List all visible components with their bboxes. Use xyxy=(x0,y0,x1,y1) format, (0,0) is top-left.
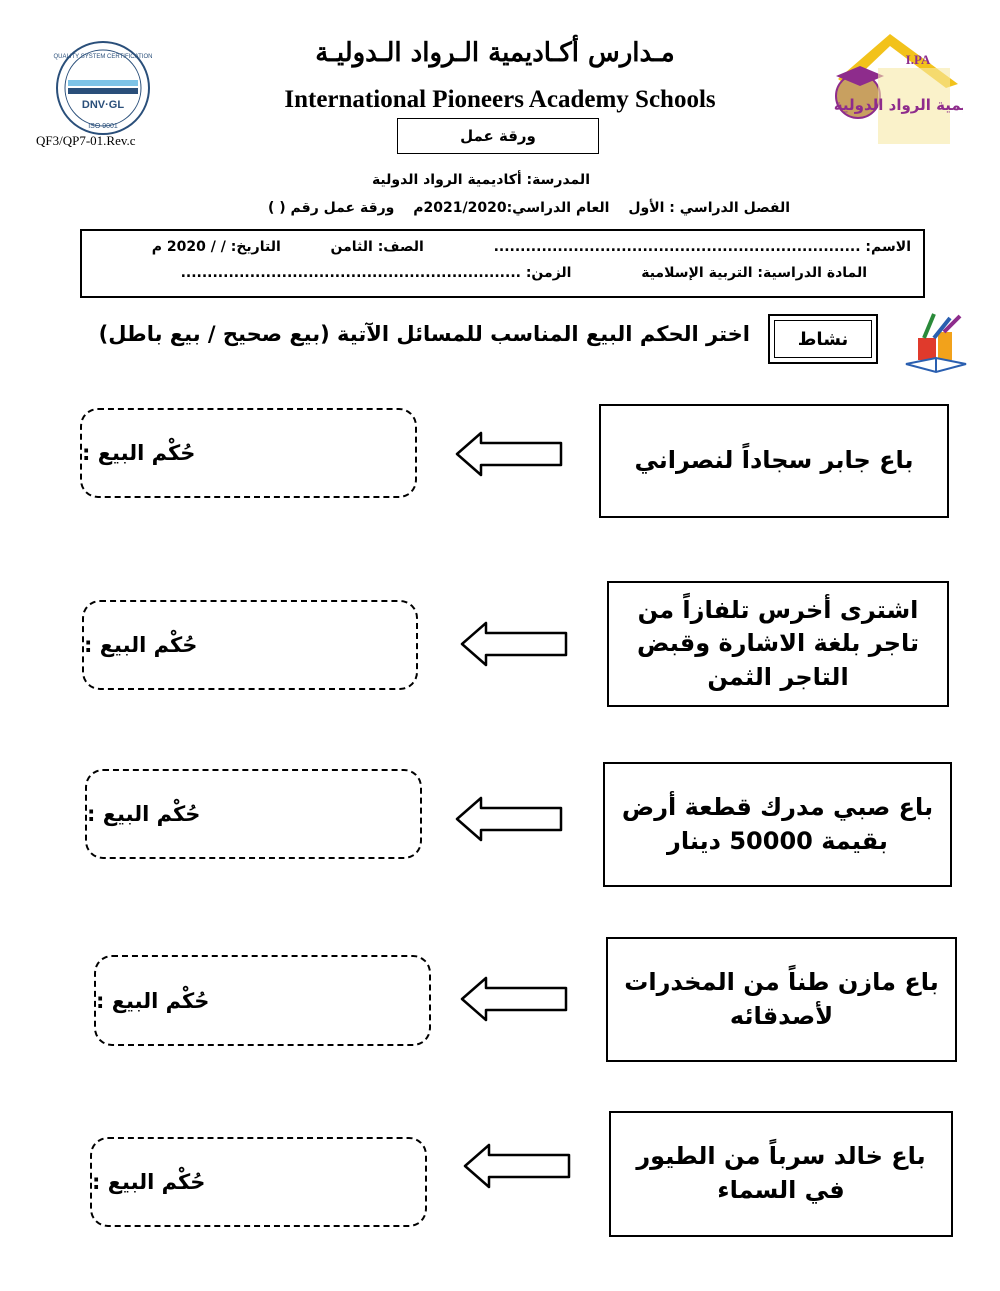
cert-top-text: QUALITY SYSTEM CERTIFICATION xyxy=(53,54,152,60)
left-arrow-icon xyxy=(463,1143,571,1189)
date-field[interactable]: التاريخ: / / 2020 م xyxy=(151,239,281,255)
left-arrow-icon xyxy=(460,621,568,667)
worksheet-label: ورقة عمل xyxy=(460,127,536,145)
document-code: QF3/QP7-01.Rev.c xyxy=(36,133,136,148)
info-row-1: الاسم: .................................… xyxy=(82,239,911,255)
cert-brand: DNV·GL xyxy=(82,99,124,111)
subject-field: المادة الدراسية: التربية الإسلامية xyxy=(641,265,867,281)
student-info-box: الاسم: .................................… xyxy=(80,229,925,298)
semester-field: الفصل الدراسي : الأول xyxy=(628,200,790,216)
academic-year-field: العام الدراسي:2021/2020م xyxy=(413,200,610,216)
left-arrow-icon xyxy=(455,796,563,842)
cert-standard: ISO 9001 xyxy=(88,123,118,130)
answer-box[interactable]: حُكْم البيع : xyxy=(80,408,417,498)
question-box: اشترى أخرس تلفازاً من تاجر بلغة الاشارة … xyxy=(607,581,949,707)
answer-label: حُكْم البيع : xyxy=(82,441,196,465)
semester-line: الفصل الدراسي : الأول العام الدراسي:2021… xyxy=(150,200,790,216)
answer-label: حُكْم البيع : xyxy=(87,802,201,826)
time-field[interactable]: الزمن: .................................… xyxy=(180,265,572,281)
activity-label-box: نشاط xyxy=(768,314,878,364)
question-box: باع خالد سرباً من الطيور في السماء xyxy=(609,1111,953,1237)
answer-label: حُكْم البيع : xyxy=(96,988,210,1013)
left-arrow-icon xyxy=(460,976,568,1022)
answer-box[interactable]: حُكْم البيع : xyxy=(94,955,431,1046)
answer-label: حُكْم البيع : xyxy=(84,633,198,657)
answer-box[interactable]: حُكْم البيع : xyxy=(85,769,422,859)
logo-initials: I.PA xyxy=(906,52,931,67)
grade-field: الصف: الثامن xyxy=(330,239,424,255)
worksheet-label-box: ورقة عمل xyxy=(397,118,599,154)
answer-box[interactable]: حُكْم البيع : xyxy=(82,600,418,690)
worksheet-number-field: ورقة عمل رقم ( ) xyxy=(268,200,395,216)
school-title-english: International Pioneers Academy Schools xyxy=(284,86,716,113)
quality-certification-seal: DNV·GL ISO 9001 QUALITY SYSTEM CERTIFICA… xyxy=(53,41,153,135)
question-box: باع صبي مدرك قطعة أرض بقيمة 50000 دينار xyxy=(603,762,952,887)
school-name-line: المدرسة: أكاديمية الرواد الدولية xyxy=(371,172,590,188)
academy-logo: I.PA أكاديمية الرواد الدولية xyxy=(834,34,963,144)
name-field[interactable]: الاسم: .................................… xyxy=(493,239,911,255)
activity-label: نشاط xyxy=(774,320,872,358)
question-box: باع مازن طناً من المخدرات لأصدقائه xyxy=(606,937,957,1062)
left-arrow-icon xyxy=(455,431,563,477)
logo-text: أكاديمية الرواد الدولية xyxy=(834,95,963,114)
answer-box[interactable]: حُكْم البيع : xyxy=(90,1137,427,1227)
info-row-2: المادة الدراسية: التربية الإسلامية الزمن… xyxy=(82,265,867,281)
question-box: باع جابر سجاداً لنصراني xyxy=(599,404,949,518)
activity-instruction: اختر الحكم البيع المناسب للمسائل الآتية … xyxy=(98,322,750,346)
pencils-and-book-icon xyxy=(905,313,967,374)
school-title-arabic: مـدارس أكـاديمية الـرواد الـدوليـة xyxy=(315,38,675,68)
answer-label: حُكْم البيع : xyxy=(92,1170,206,1194)
